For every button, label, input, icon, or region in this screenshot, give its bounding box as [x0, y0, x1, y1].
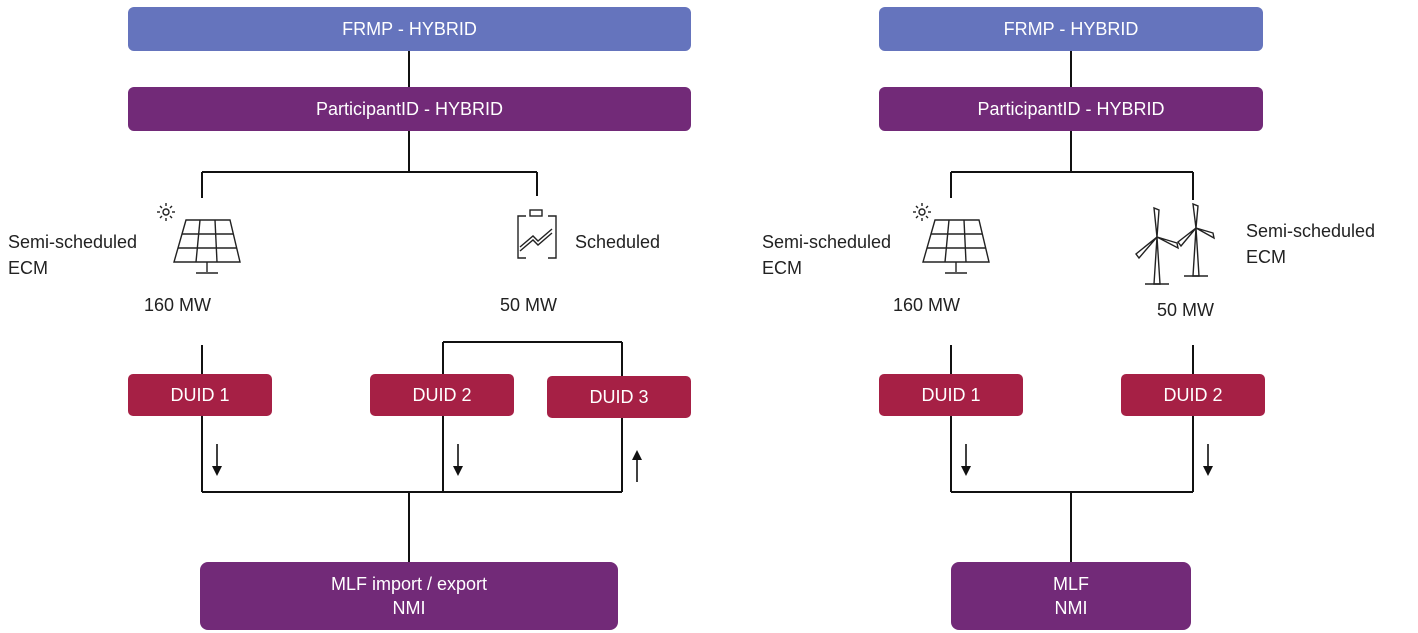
participant-label: ParticipantID - HYBRID — [315, 98, 504, 119]
solar-type-line: Semi-scheduled — [762, 232, 892, 252]
frmp-label: FRMP - HYBRID — [342, 18, 477, 39]
wind-ecm-line: ECM — [1246, 247, 1286, 267]
participant-box: ParticipantID - HYBRID — [879, 87, 1263, 131]
nmi-label: NMI — [1054, 598, 1088, 618]
wind-type-line: Semi-scheduled — [1246, 221, 1376, 241]
frmp-box: FRMP - HYBRID — [879, 7, 1263, 51]
battery-type-label: Scheduled — [575, 232, 661, 252]
solar-type-label: Semi-scheduled ECM — [762, 229, 891, 281]
duid-label: DUID 1 — [170, 384, 230, 405]
solar-ecm-line: ECM — [8, 258, 48, 278]
mlf-label: MLF — [1053, 574, 1089, 594]
connector-lines — [201, 51, 1194, 562]
battery-icon — [517, 209, 557, 259]
solar-panel-icon — [913, 203, 990, 274]
duid-label: DUID 1 — [921, 384, 981, 405]
mlf-label: MLF import / export — [330, 574, 488, 594]
frmp-box: FRMP - HYBRID — [128, 7, 691, 51]
nmi-label: NMI — [392, 598, 426, 618]
duid-box: DUID 2 — [370, 374, 514, 416]
solar-type-label: Semi-scheduled ECM — [8, 229, 137, 281]
duid-box: DUID 3 — [547, 376, 691, 418]
mlf-nmi-box: MLF import / export NMI — [200, 562, 618, 630]
wind-type-label: Semi-scheduled ECM — [1246, 218, 1375, 270]
mlf-nmi-box: MLF NMI — [951, 562, 1191, 630]
duid-box: DUID 1 — [879, 374, 1023, 416]
battery-capacity-label: 50 MW — [500, 295, 558, 315]
frmp-label: FRMP - HYBRID — [1003, 18, 1139, 39]
export-arrow-duid1-left — [212, 444, 222, 476]
export-arrow-duid1-right — [961, 444, 971, 476]
duid-box: DUID 1 — [128, 374, 272, 416]
import-arrow-duid3-left — [632, 450, 642, 482]
solar-capacity-label: 160 MW — [144, 295, 212, 315]
duid-box: DUID 2 — [1121, 374, 1265, 416]
wind-turbine-icon — [1135, 202, 1215, 285]
duid-label: DUID 3 — [589, 386, 649, 407]
participant-box: ParticipantID - HYBRID — [128, 87, 691, 131]
duid-label: DUID 2 — [412, 384, 472, 405]
participant-label: ParticipantID - HYBRID — [977, 98, 1165, 119]
solar-panel-icon — [157, 203, 241, 274]
solar-capacity-label: 160 MW — [893, 295, 961, 315]
duid-label: DUID 2 — [1163, 384, 1223, 405]
wind-capacity-label: 50 MW — [1157, 300, 1215, 320]
solar-type-line: Semi-scheduled — [8, 232, 138, 252]
export-arrow-duid2-left — [453, 444, 463, 476]
export-arrow-duid2-right — [1203, 444, 1213, 476]
solar-ecm-line: ECM — [762, 258, 802, 278]
